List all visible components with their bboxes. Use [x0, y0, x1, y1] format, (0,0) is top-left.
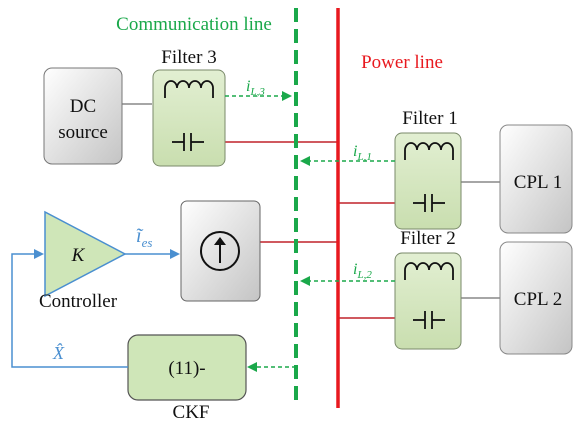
- filter2-capacitor-icon: [413, 311, 445, 329]
- filter1-label: Filter 1: [402, 108, 457, 129]
- controller-label: Controller: [39, 291, 118, 312]
- signal-i-L1: iL,1: [353, 143, 372, 163]
- controller-gain: K: [71, 245, 86, 266]
- cpl2-label: CPL 2: [514, 289, 562, 310]
- signal-i-L3: iL,3: [246, 78, 265, 98]
- controller-triangle: [44, 210, 127, 298]
- control-feedback-wire: [11, 249, 180, 368]
- signal-x-hat: X̂: [52, 343, 65, 363]
- dc-source-label-2: source: [58, 122, 108, 143]
- cpl-wires: [122, 103, 500, 299]
- filter2-label: Filter 2: [400, 228, 455, 249]
- filter3-capacitor-icon: [172, 133, 204, 151]
- filter3-box: [152, 69, 226, 167]
- current-source-icon: [200, 231, 240, 271]
- filter3-label: Filter 3: [161, 47, 216, 68]
- cpl1-label: CPL 1: [514, 172, 562, 193]
- dc-source-box: [43, 67, 123, 165]
- dc-source-label-1: DC: [70, 96, 96, 117]
- filter2-inductor-icon: [404, 262, 454, 280]
- power-wires: [225, 141, 395, 319]
- communication-line-label: Communication line: [116, 14, 272, 35]
- filter2-box: [394, 252, 462, 350]
- power-line-label: Power line: [361, 52, 443, 73]
- filter1-inductor-icon: [404, 142, 454, 160]
- signal-i-L2: iL,2: [353, 261, 372, 281]
- signal-i-es: ĩes: [136, 225, 152, 250]
- ckf-label: CKF: [173, 402, 210, 423]
- filter1-box: [394, 132, 462, 230]
- communication-arrows: [225, 91, 395, 372]
- cpl2-box: [499, 241, 573, 355]
- ckf-box-label: (11)-: [168, 358, 205, 379]
- cpl1-box: [499, 124, 573, 234]
- filter3-inductor-icon: [164, 80, 214, 98]
- filter1-capacitor-icon: [413, 194, 445, 212]
